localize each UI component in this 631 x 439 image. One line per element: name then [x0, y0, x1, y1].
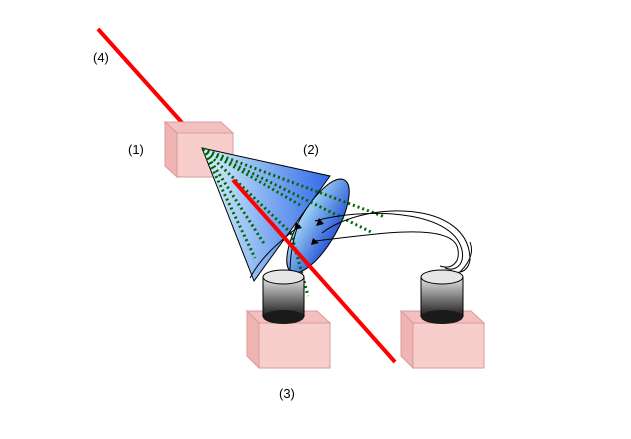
- label-cone: (2): [303, 142, 319, 157]
- scattered-rays: [201, 147, 386, 297]
- scatter-cone: [201, 147, 350, 283]
- laser-beam-lower: [231, 178, 397, 364]
- detector-cylinder-left: [262, 269, 305, 324]
- label-source: (1): [128, 142, 144, 157]
- label-detector: (3): [279, 386, 295, 401]
- label-laser: (4): [93, 50, 109, 65]
- detector-cylinder-right: [420, 269, 464, 324]
- arrowheads: [294, 218, 324, 245]
- laser-beam-upper: [96, 27, 187, 128]
